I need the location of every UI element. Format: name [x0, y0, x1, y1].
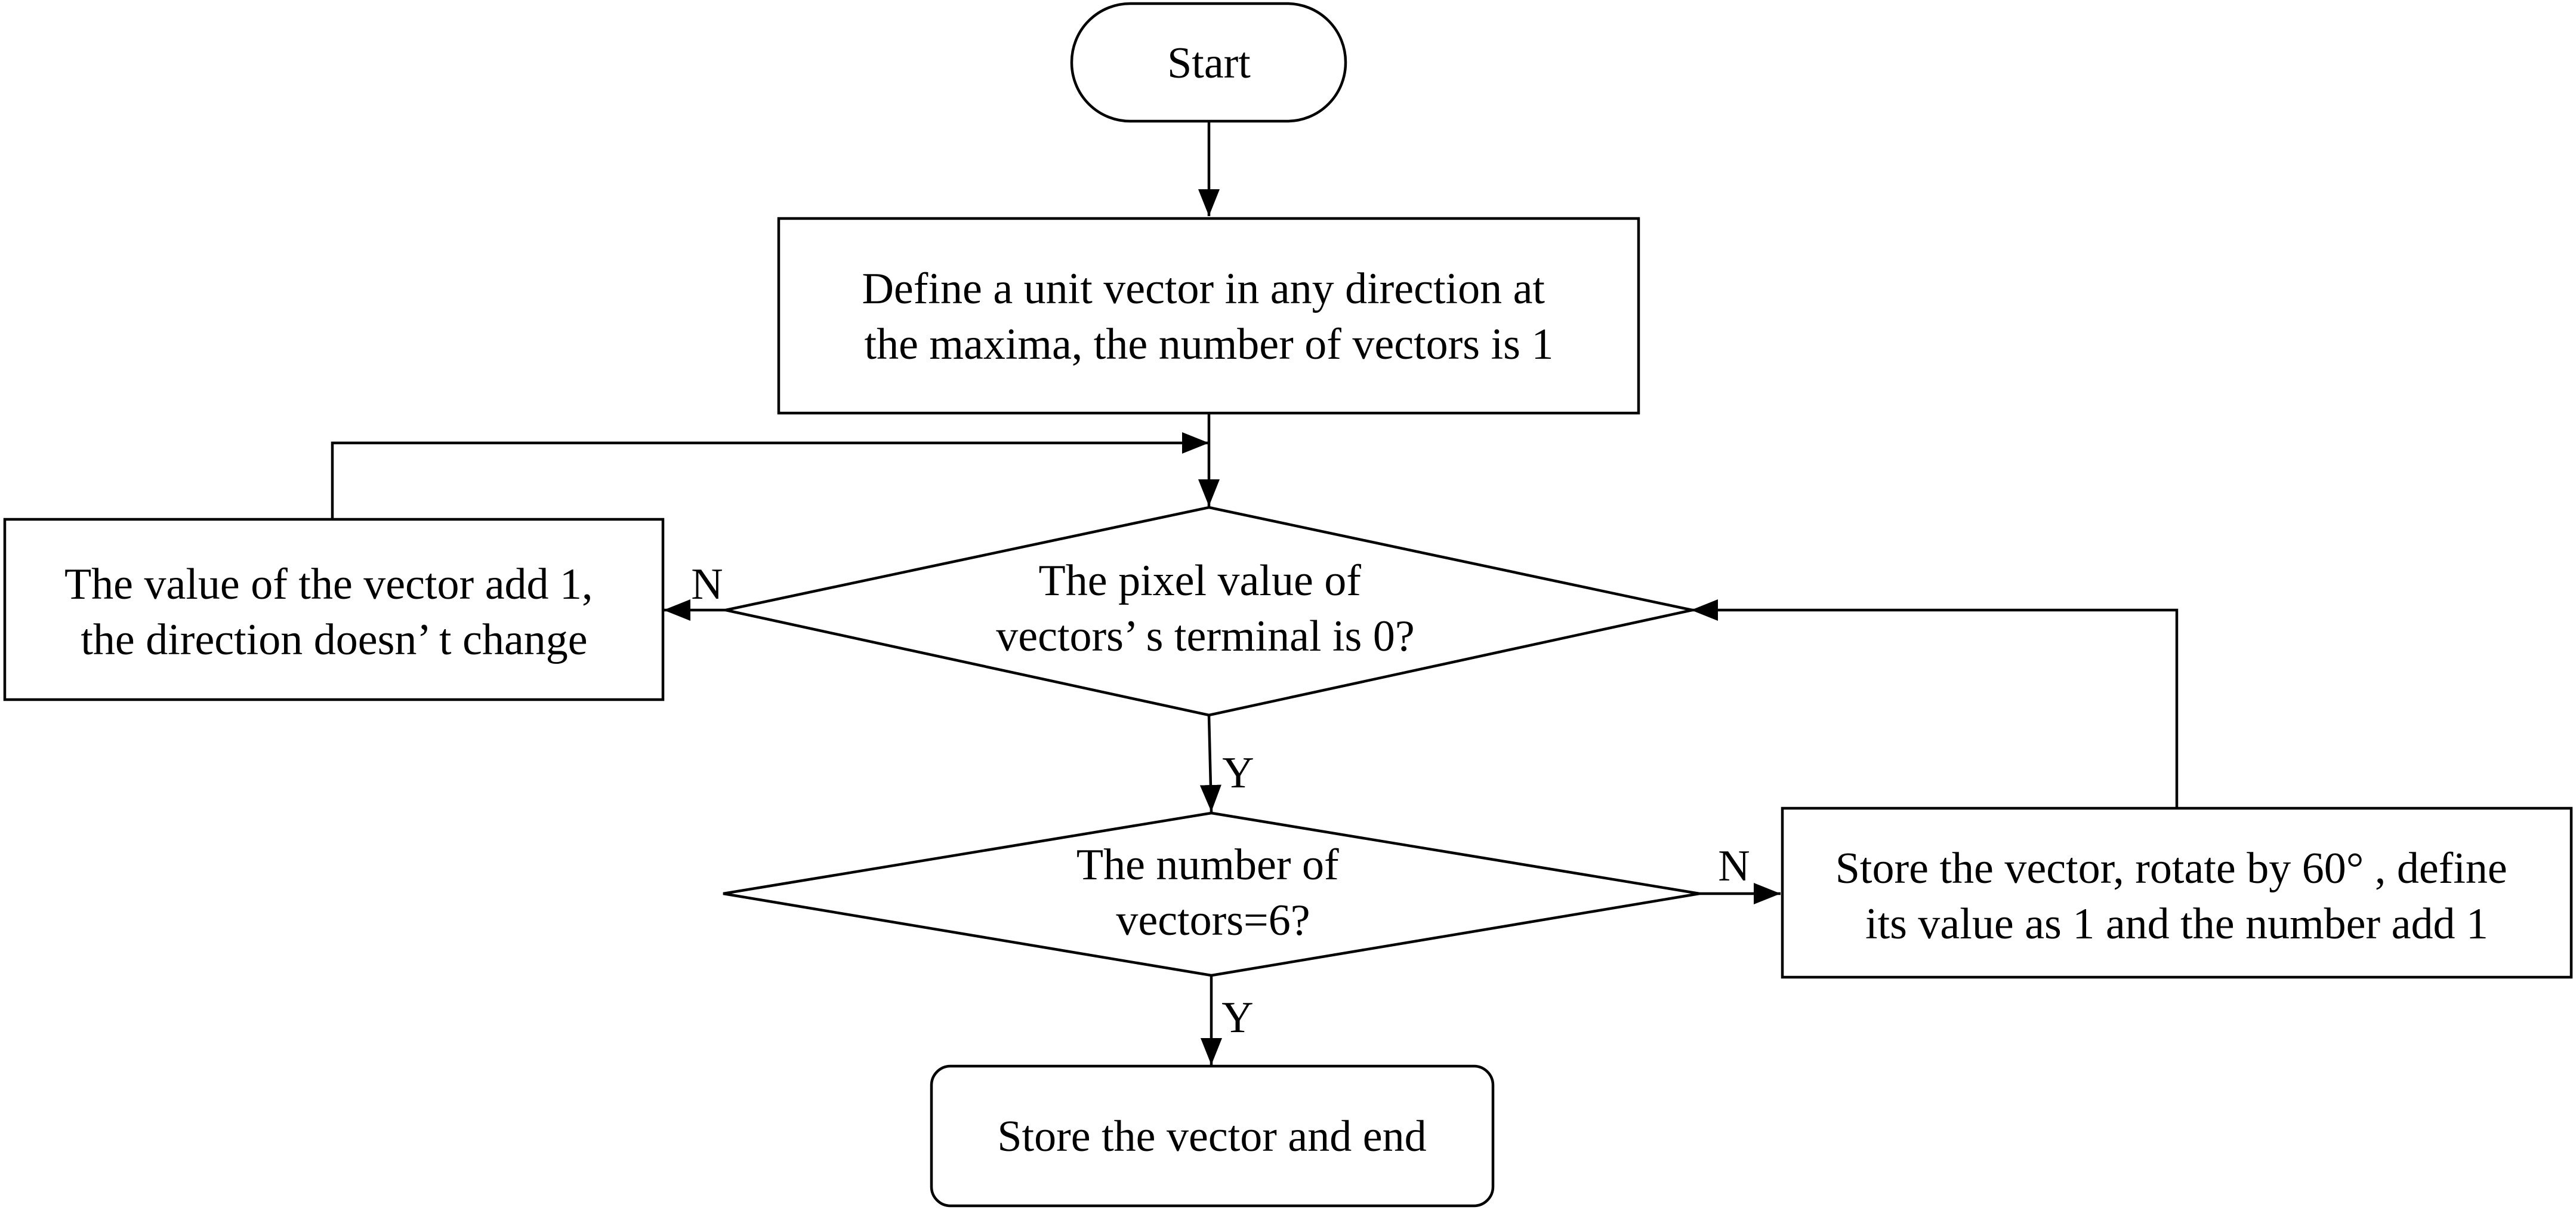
svg-text:Define a unit vector in any di: Define a unit vector in any direction at…: [862, 264, 1556, 369]
add-value-line-2: the direction doesn’ t change: [81, 615, 587, 664]
end-label: Store the vector and end: [997, 1112, 1426, 1161]
edge-label-pixel-yes: Y: [1222, 749, 1254, 798]
edge-pixel-yes: [1199, 715, 1221, 812]
edge-label-count-yes: Y: [1221, 993, 1253, 1042]
start-node: Start: [1070, 2, 1347, 123]
count-check-decision: The number of vectors=6?: [723, 811, 1700, 977]
edge-rotate-return: [1691, 599, 2179, 808]
pixel-check-line-1: The pixel value of: [1039, 556, 1362, 605]
rotate-store-node: Store the vector, rotate by 60° , define…: [1781, 806, 2573, 979]
edge-label-pixel-no: N: [691, 560, 723, 609]
svg-text:The pixel value of vecto: The pixel value of vectors’ s terminal i…: [996, 556, 1414, 661]
add-value-line-1: The value of the vector add 1,: [64, 560, 593, 609]
rotate-store-line-1: Store the vector, rotate by 60° , define: [1835, 844, 2507, 893]
pixel-check-line-2: vectors’ s terminal is 0?: [996, 612, 1414, 661]
add-value-node: The value of the vector add 1, the direc…: [3, 518, 665, 701]
end-node: Store the vector and end: [930, 1064, 1495, 1208]
define-vector-line-2: the maxima, the number of vectors is 1: [865, 320, 1554, 369]
edge-loop-return: [331, 432, 1209, 519]
pixel-check-decision: The pixel value of vectors’ s terminal i…: [725, 506, 1693, 717]
svg-text:The value of the vector add 1,: The value of the vector add 1, the direc…: [64, 560, 604, 664]
rotate-store-line-2: its value as 1 and the number add 1: [1865, 900, 2488, 949]
edge-label-count-no: N: [1718, 842, 1750, 891]
svg-text:The number of vectors=6?: The number of vectors=6?: [1076, 840, 1350, 945]
define-vector-node: Define a unit vector in any direction at…: [777, 217, 1640, 415]
start-label: Start: [1167, 39, 1251, 88]
count-check-line-2: vectors=6?: [1116, 896, 1310, 945]
svg-text:Store the vector, rotate by 60: Store the vector, rotate by 60° , define…: [1835, 844, 2518, 949]
count-check-line-1: The number of: [1076, 840, 1339, 889]
define-vector-line-1: Define a unit vector in any direction at: [862, 264, 1545, 313]
